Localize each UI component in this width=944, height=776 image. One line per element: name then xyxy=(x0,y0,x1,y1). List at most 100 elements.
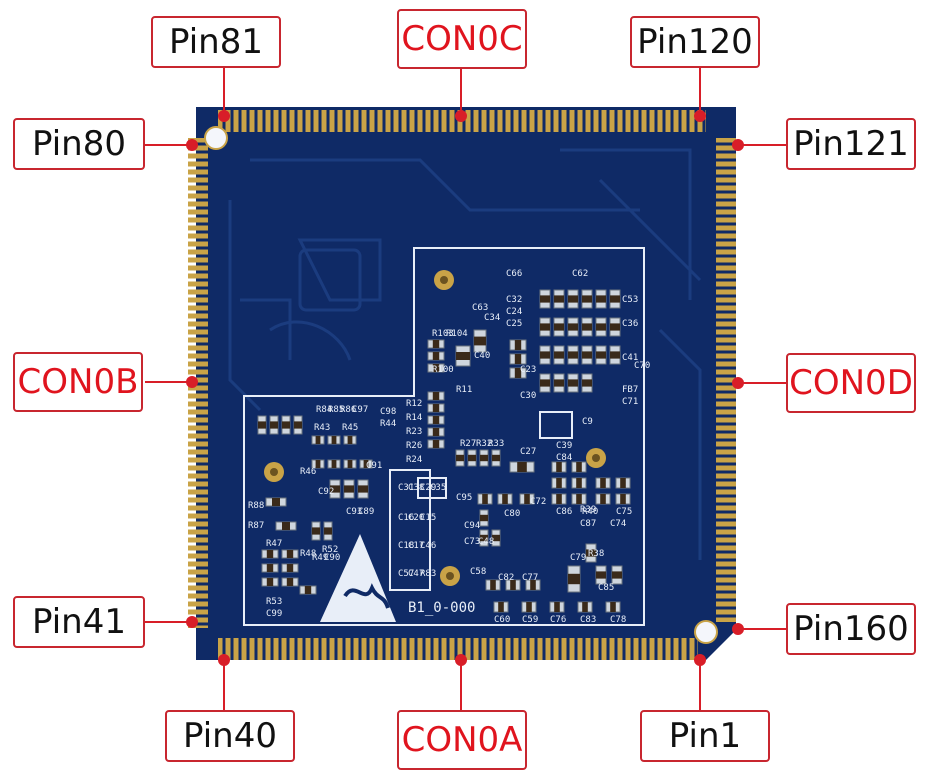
smd-part-body xyxy=(468,454,476,462)
refdes-label: C62 xyxy=(572,269,588,279)
refdes-label: C9 xyxy=(582,417,593,427)
smd-part-body xyxy=(474,336,486,346)
esd-warning-icon xyxy=(320,534,396,622)
refdes-label: C29 xyxy=(420,483,436,493)
refdes-label: R11 xyxy=(456,385,472,395)
refdes-label: C17 xyxy=(408,541,424,551)
smd-part-body xyxy=(498,602,504,612)
pin81-label: Pin81 xyxy=(151,16,281,68)
pads-bottom xyxy=(218,638,698,660)
con0b-label: CON0B xyxy=(13,352,143,412)
refdes-label: C23 xyxy=(520,365,536,375)
smd-part-body xyxy=(576,462,582,472)
smd-part-body xyxy=(540,379,550,387)
refdes-label: C39 xyxy=(556,441,572,451)
refdes-label: R88 xyxy=(248,501,264,511)
pin41-label: Pin41 xyxy=(13,596,145,648)
smd-part-body xyxy=(576,494,582,504)
smd-part-body xyxy=(490,580,496,590)
refdes-label: R23 xyxy=(406,427,422,437)
smd-part-body xyxy=(492,454,500,462)
smd-part-body xyxy=(554,295,564,303)
refdes-label: R83 xyxy=(420,569,436,579)
pin1-label: Pin1 xyxy=(640,710,770,762)
refdes-label: C66 xyxy=(506,269,522,279)
refdes-label: C70 xyxy=(634,361,650,371)
refdes-label: C76 xyxy=(550,615,566,625)
refdes-label: C16 xyxy=(398,513,414,523)
refdes-label: R85 xyxy=(328,405,344,415)
smd-part-body xyxy=(331,460,337,468)
smd-part-body xyxy=(582,379,592,387)
refdes-label: C20 xyxy=(408,513,424,523)
pads-right xyxy=(716,138,736,622)
smd-part-body xyxy=(530,580,536,590)
smd-part-body xyxy=(596,571,606,579)
refdes-label: R47 xyxy=(266,539,282,549)
refdes-label: C40 xyxy=(474,351,490,361)
pcb-board xyxy=(196,107,736,660)
smd-part-body xyxy=(517,462,527,472)
smd-part-body xyxy=(556,478,562,488)
smd-part-body xyxy=(554,323,564,331)
smd-part-body xyxy=(315,436,321,444)
refdes-label: C63 xyxy=(472,303,488,313)
pin80-label: Pin80 xyxy=(13,118,145,170)
smd-part-body xyxy=(492,534,500,542)
smd-part-body xyxy=(266,564,274,572)
refdes-label: C18 xyxy=(398,541,414,551)
refdes-label: C35 xyxy=(430,483,446,493)
refdes-label: R14 xyxy=(406,413,422,423)
smd-part-body xyxy=(432,364,440,372)
refdes-label: R40 xyxy=(582,507,598,517)
smd-part-body xyxy=(582,602,588,612)
smd-part-body xyxy=(432,352,440,360)
refdes-label: C79 xyxy=(570,553,586,563)
smd-part-body xyxy=(282,421,290,429)
refdes-label: C77 xyxy=(522,573,538,583)
refdes-label: R46 xyxy=(300,467,316,477)
smd-part-body xyxy=(582,323,592,331)
refdes-label: C41 xyxy=(622,353,638,363)
refdes-label: C85 xyxy=(598,583,614,593)
con0a-label: CON0A xyxy=(397,710,527,770)
refdes-label: C27 xyxy=(520,447,536,457)
refdes-label: C84 xyxy=(556,453,572,463)
smd-part-body xyxy=(480,514,488,522)
refdes-label: C90 xyxy=(324,553,340,563)
refdes-label: C86 xyxy=(556,507,572,517)
pin160-label: Pin160 xyxy=(786,603,916,655)
smd-part-body xyxy=(600,494,606,504)
smd-part-body xyxy=(286,550,294,558)
refdes-label: C24 xyxy=(506,307,522,317)
refdes-label: C74 xyxy=(610,519,626,529)
refdes-label: C99 xyxy=(266,609,282,619)
refdes-label: C71 xyxy=(622,397,638,407)
refdes-label: C36 xyxy=(622,319,638,329)
smd-part-body xyxy=(456,352,470,360)
refdes-label: C95 xyxy=(456,493,472,503)
refdes-label: C75 xyxy=(616,507,632,517)
smd-part-body xyxy=(596,351,606,359)
smd-part-body xyxy=(286,578,294,586)
refdes-label: C34 xyxy=(484,313,500,323)
smd-part-body xyxy=(556,462,562,472)
refdes-label: R39 xyxy=(580,505,596,515)
smd-part-body xyxy=(620,478,626,488)
smd-part-body xyxy=(432,404,440,412)
refdes-label: R104 xyxy=(446,329,468,339)
smd-part-body xyxy=(600,478,606,488)
refdes-label: C93 xyxy=(346,507,362,517)
smd-part-body xyxy=(554,379,564,387)
refdes-label: R12 xyxy=(406,399,422,409)
refdes-label: C98 xyxy=(380,407,396,417)
pin121-label: Pin121 xyxy=(786,118,916,170)
smd-part-body xyxy=(540,295,550,303)
smd-part-body xyxy=(568,295,578,303)
refdes-label: C32 xyxy=(506,295,522,305)
refdes-label: R24 xyxy=(406,455,422,465)
refdes-label: R53 xyxy=(266,597,282,607)
smd-part-body xyxy=(344,485,354,493)
refdes-label: R86 xyxy=(340,405,356,415)
